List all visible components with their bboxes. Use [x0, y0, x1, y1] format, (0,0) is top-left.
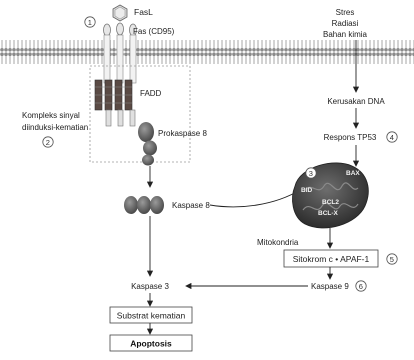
tp53-label: Respons TP53	[324, 133, 377, 142]
dna-damage-label: Kerusakan DNA	[327, 97, 385, 106]
fadd-label: FADD	[140, 89, 162, 98]
procaspase8-label: Prokaspase 8	[158, 129, 207, 138]
fasl-label: FasL	[134, 7, 153, 17]
apoptosis-label: Apoptosis	[130, 339, 172, 349]
step-4-number: 4	[390, 133, 394, 142]
radiation-label: Radiasi	[332, 19, 359, 28]
step-5-number: 5	[390, 255, 394, 264]
bcl2-label: BCL2	[322, 199, 339, 206]
step-2-number: 2	[46, 138, 50, 147]
substrate-label: Substrat kematian	[117, 311, 186, 321]
stress-label: Stres	[336, 8, 355, 17]
step-3-number: 3	[309, 169, 313, 178]
chemicals-label: Bahan kimia	[323, 30, 368, 39]
bid-label: BID	[301, 187, 313, 194]
fas-receptor-icon	[104, 23, 137, 83]
bax-label: BAX	[346, 170, 360, 177]
arrow-caspase8-to-bid	[210, 190, 300, 207]
step-6-number: 6	[359, 282, 363, 291]
fadd-icon	[95, 80, 135, 126]
step-1-number: 1	[88, 18, 92, 27]
complex-label-line2: diinduksi-kematian	[22, 123, 88, 132]
caspase3-label: Kaspase 3	[131, 282, 169, 291]
mitochondria-label: Mitokondria	[257, 238, 299, 247]
bclx-label: BCL-X	[318, 210, 339, 217]
caspase9-label: Kaspase 9	[311, 282, 349, 291]
procaspase8-icon	[138, 122, 157, 166]
caspase8-icon	[124, 196, 164, 214]
apoptosome-label: Sitokrom c • APAF-1	[293, 254, 370, 264]
fas-receptor-label: Fas (CD95)	[133, 27, 175, 36]
cell-membrane	[0, 40, 414, 66]
complex-label-line1: Kompleks sinyal	[22, 111, 80, 120]
caspase8-label: Kaspase 8	[172, 201, 210, 210]
